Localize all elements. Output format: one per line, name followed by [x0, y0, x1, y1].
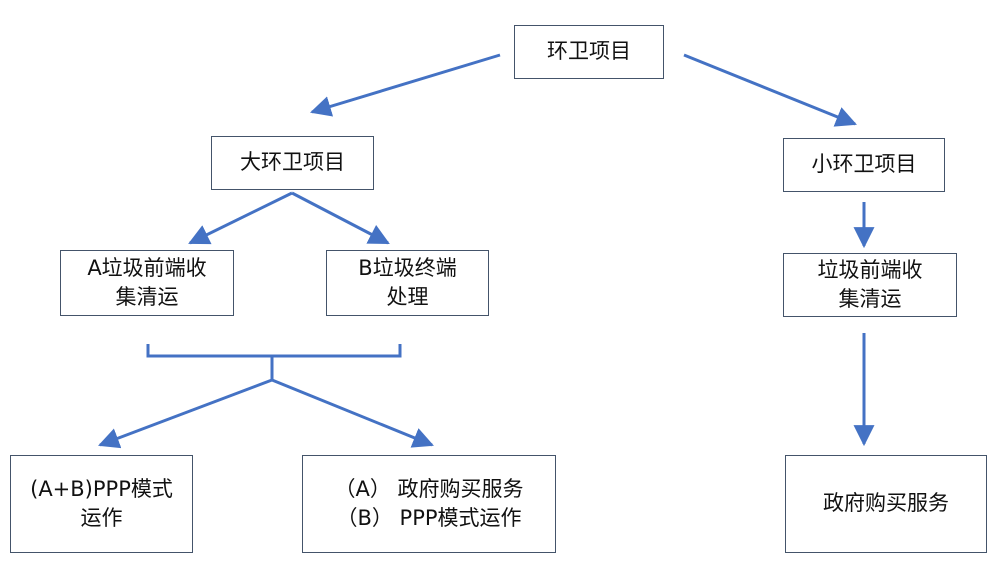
arrow-big-to-a [188, 191, 293, 245]
node-small-collection-label: 垃圾前端收 集清运 [817, 257, 923, 311]
node-root-label: 环卫项目 [547, 39, 631, 64]
node-small-sanitation: 小环卫项目 [783, 138, 945, 192]
node-small-collection: 垃圾前端收 集清运 [783, 253, 957, 317]
node-b-processing: B垃圾终端 处理 [326, 250, 489, 316]
arrow-big-to-b [291, 191, 390, 245]
arrow-root-to-small [683, 53, 857, 127]
node-a-collection-label: A垃圾前端收 集清运 [87, 255, 207, 309]
node-big-sanitation: 大环卫项目 [211, 136, 374, 190]
node-gov-purchase-label: 政府购买服务 [823, 491, 949, 516]
bracket-a-b [146, 344, 402, 380]
node-mixed-mode: （A） 政府购买服务 （B） PPP模式运作 [302, 455, 556, 553]
node-small-sanitation-label: 小环卫项目 [811, 152, 917, 177]
node-big-sanitation-label: 大环卫项目 [240, 150, 345, 175]
node-gov-purchase: 政府购买服务 [785, 455, 987, 553]
node-mixed-mode-line2: （B） PPP模式运作 [336, 506, 522, 530]
node-b-processing-label: B垃圾终端 处理 [358, 255, 457, 309]
arrow-root-to-big [309, 53, 501, 117]
arrow-bracket-to-ppp [98, 378, 273, 449]
arrow-bracket-to-mixed [271, 378, 434, 448]
node-a-collection: A垃圾前端收 集清运 [60, 250, 234, 316]
node-root: 环卫项目 [514, 25, 664, 79]
node-mixed-mode-line1: （A） 政府购买服务 [334, 476, 524, 501]
node-ppp-ab-label: (A+B)PPP模式 运作 [30, 476, 173, 530]
node-ppp-ab: (A+B)PPP模式 运作 [10, 455, 193, 553]
